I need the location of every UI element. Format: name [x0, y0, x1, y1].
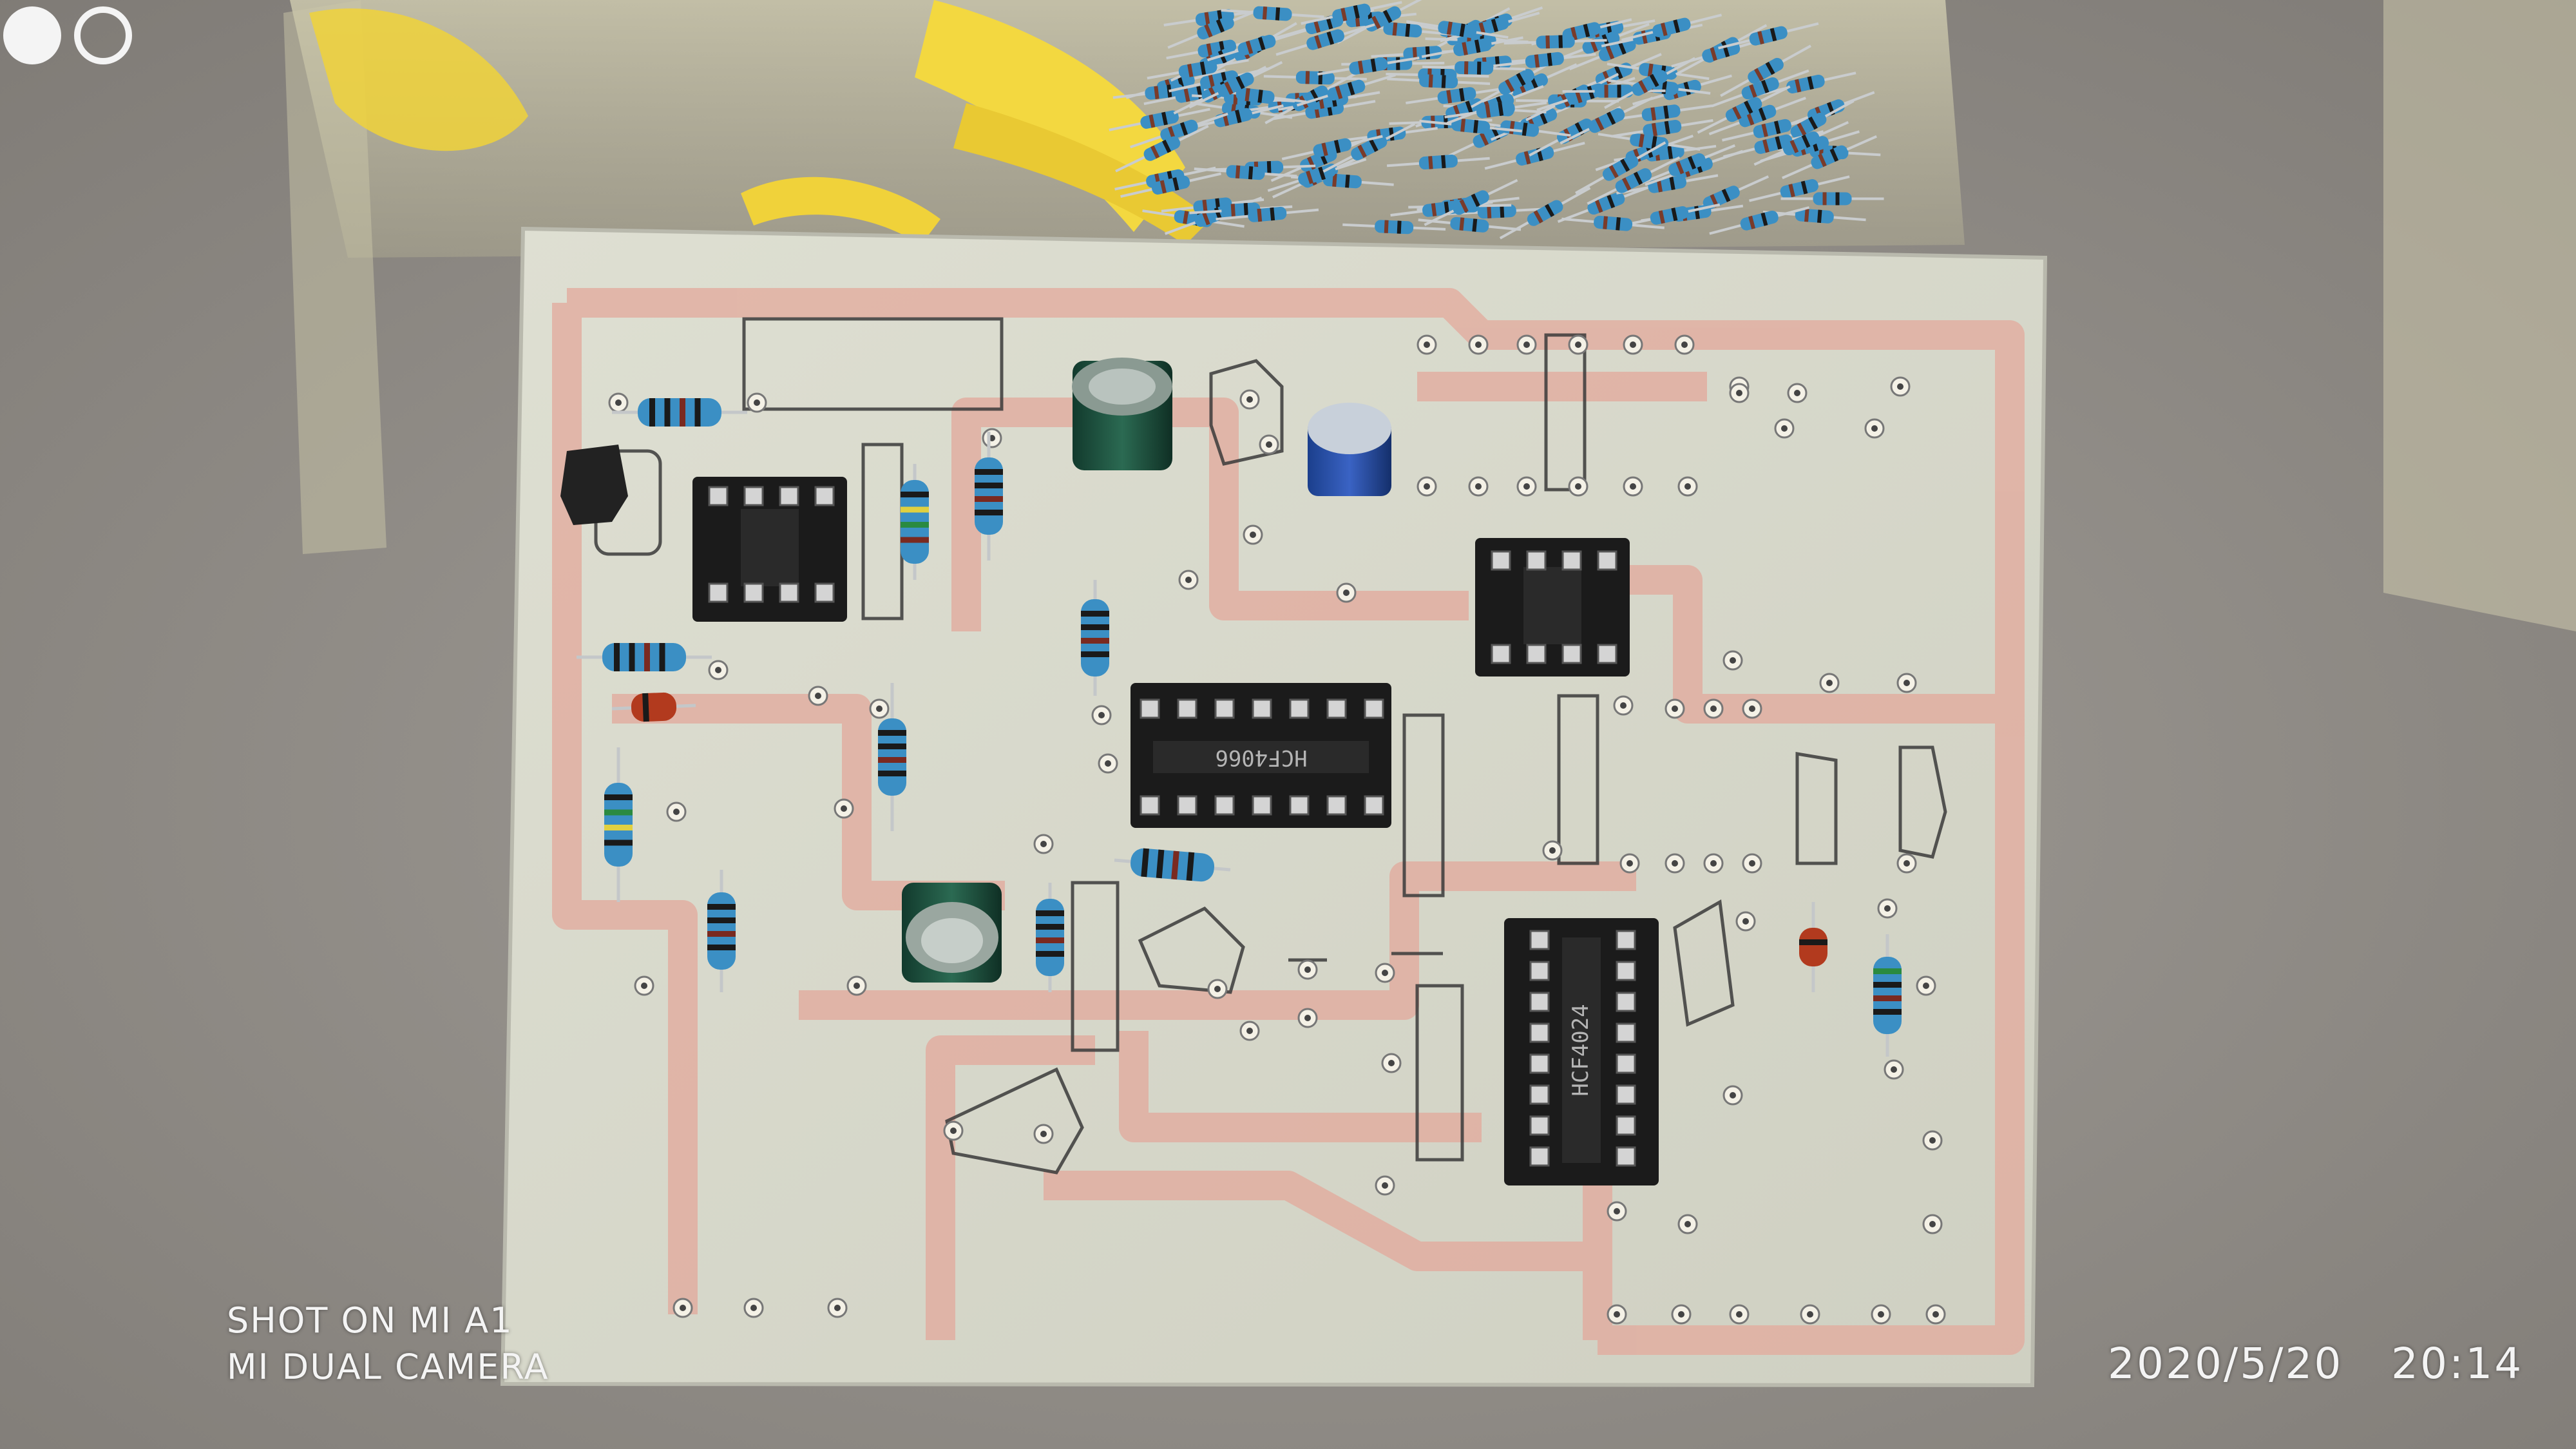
- ic-label-hcf4024: HCF4024: [1568, 1004, 1594, 1096]
- ic-socket-8pin-right: [1475, 538, 1630, 677]
- capacitor-top: [1072, 358, 1172, 470]
- camera-watermark-icon: [3, 6, 132, 64]
- mounted-components: [577, 398, 1902, 1057]
- yellow-tape: [309, 0, 1211, 245]
- watermark-time: 20:14: [2391, 1339, 2524, 1388]
- board-pads: [608, 334, 1946, 1325]
- ic-socket-16pin: HCF4024: [1504, 918, 1659, 1185]
- ic-socket-14pin: HCF4066: [1131, 683, 1391, 828]
- ic-label-hcf4066: HCF4066: [1215, 745, 1307, 771]
- capacitor-bottom: [902, 883, 1002, 983]
- transistor: [560, 445, 628, 525]
- capacitor-blue: [1308, 403, 1391, 496]
- loose-resistors: [1109, 0, 1884, 240]
- watermark-camera: MI DUAL CAMERA: [227, 1347, 549, 1387]
- ic-socket-8pin-left: [692, 477, 847, 622]
- watermark-date: 2020/5/20: [2108, 1339, 2343, 1388]
- watermark-model: SHOT ON MI A1: [227, 1300, 513, 1341]
